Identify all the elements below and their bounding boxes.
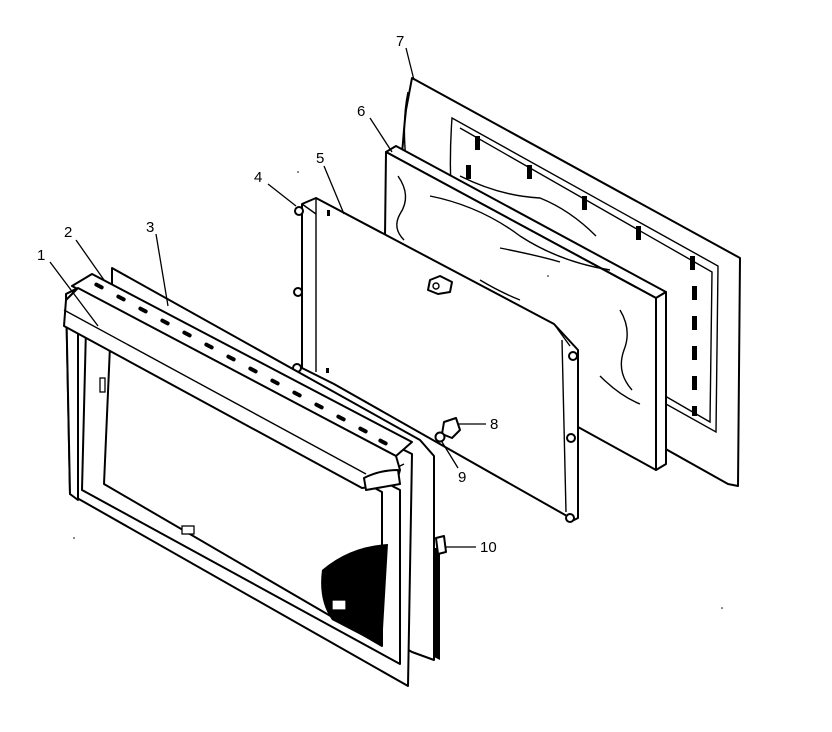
- callout-8: 8: [490, 416, 498, 433]
- callout-10: 10: [480, 539, 497, 556]
- vent-slots: [94, 282, 388, 446]
- door-frame-part-1: [65, 287, 413, 687]
- leader-5: [323, 165, 345, 215]
- screw-part-9: [434, 431, 446, 443]
- callout-7: 7: [396, 33, 404, 50]
- callout-4: 4: [254, 169, 262, 186]
- leader-9: [441, 441, 459, 469]
- callout-1: 1: [37, 247, 45, 264]
- hinge-bracket-part-8: [441, 417, 461, 439]
- vent-trim-part-2: [63, 273, 413, 491]
- leader-4: [267, 183, 297, 207]
- callout-2: 2: [64, 224, 72, 241]
- callout-3: 3: [146, 219, 154, 236]
- scan-specks: [73, 171, 723, 609]
- leader-2: [75, 239, 105, 281]
- callout-6: 6: [357, 103, 365, 120]
- callout-labels: 1 2 3 4 5 6 7 8 9 10: [37, 33, 498, 556]
- leader-1: [49, 261, 99, 327]
- leader-3: [155, 233, 169, 307]
- leader-lines: [49, 47, 486, 548]
- leader-7: [405, 47, 415, 81]
- callout-9: 9: [458, 469, 466, 486]
- leader-6: [369, 117, 393, 153]
- callout-5: 5: [316, 150, 324, 167]
